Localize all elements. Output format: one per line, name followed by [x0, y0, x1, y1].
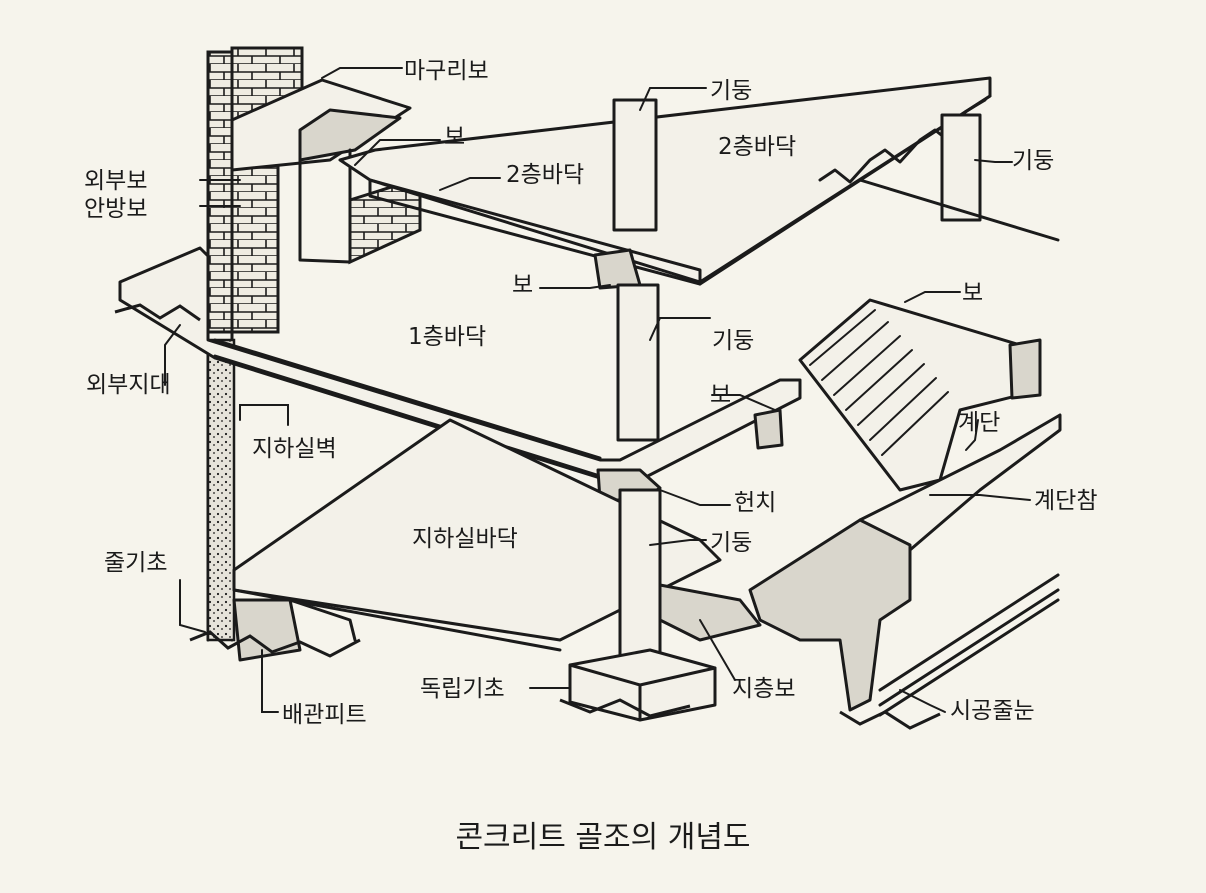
label-pipe-pit: 배관피트: [282, 702, 367, 728]
label-inner-beam: 안방보: [84, 196, 148, 222]
label-grade-beam: 지층보: [732, 676, 796, 702]
stair: [748, 298, 1062, 712]
label-basement-floor: 지하실바닥: [412, 526, 518, 552]
label-exterior-beam: 외부보: [84, 168, 148, 194]
label-construction-joint: 시공줄눈: [950, 698, 1035, 724]
label-stair-landing: 계단참: [1034, 488, 1098, 514]
label-column-right: 기둥: [1012, 148, 1055, 174]
label-second-floor-left: 2층바닥: [506, 162, 585, 188]
label-strip-footing: 줄기초: [104, 550, 168, 576]
label-stair: 계단: [958, 410, 1001, 436]
label-beam-stair: 보: [962, 280, 984, 306]
leader-lines: [164, 67, 1031, 713]
label-column-mid: 기둥: [712, 328, 755, 354]
soil: [114, 303, 941, 730]
basement-floor: [232, 418, 722, 722]
basement-wall: [206, 338, 236, 642]
grade-beam: [658, 583, 762, 642]
label-basement-wall: 지하실벽: [252, 436, 337, 462]
pipe-pit: [232, 598, 357, 662]
header-beam: [230, 78, 422, 265]
diagram-caption: 콘크리트 골조의 개념도: [455, 820, 751, 855]
label-exterior-base: 외부지대: [86, 372, 171, 398]
label-beam-top: 보: [444, 124, 466, 150]
label-beam-mid: 보: [512, 272, 534, 298]
label-column-low: 기둥: [710, 530, 753, 556]
label-first-floor: 1층바닥: [408, 324, 487, 350]
label-column-top: 기둥: [710, 78, 753, 104]
second-floor-slab: [338, 76, 1060, 290]
label-haunch: 헌치: [734, 490, 777, 516]
label-isolated-footing: 독립기초: [420, 676, 505, 702]
label-second-floor-right: 2층바닥: [718, 134, 797, 160]
label-beam-lower: 보: [710, 382, 732, 408]
label-maguri-bo: 마구리보: [404, 58, 489, 84]
